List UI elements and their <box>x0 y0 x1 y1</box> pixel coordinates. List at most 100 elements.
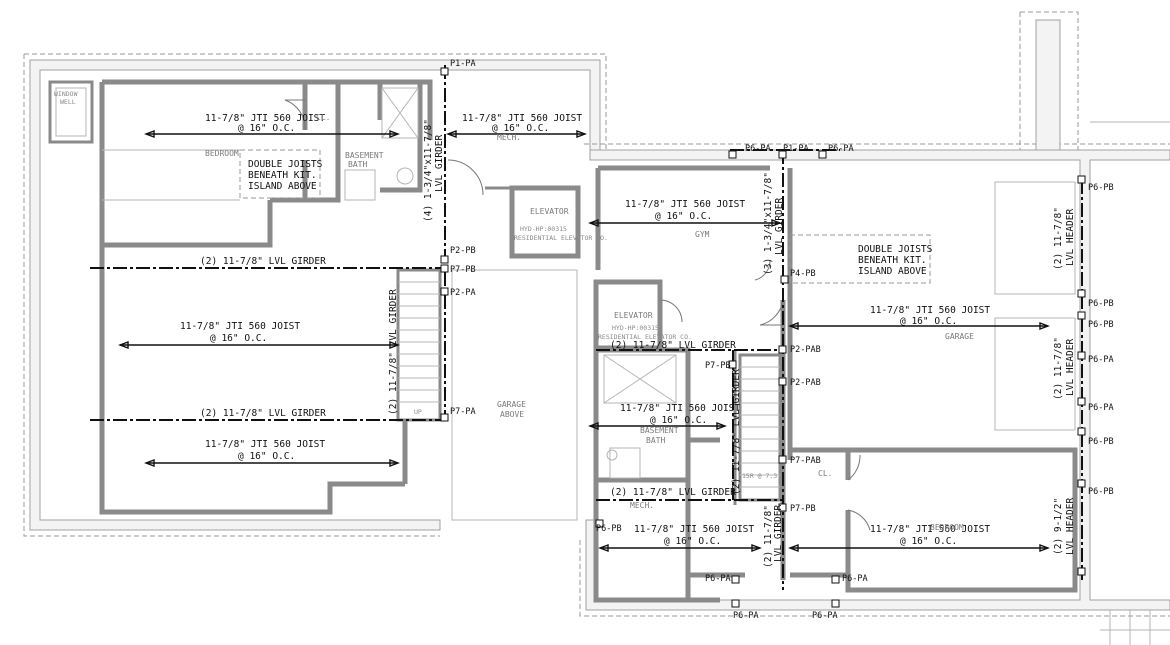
post-marker <box>728 150 737 159</box>
room-sublabel: HYD-HP:00315 <box>612 324 659 332</box>
room-label: MECH. <box>630 501 654 510</box>
post-marker <box>778 150 787 159</box>
girder-label-vertical: LVL GIRDER <box>434 135 445 192</box>
post-label: P7-PA <box>450 407 476 417</box>
post-label: P2-PA <box>450 288 476 298</box>
room-label: BEDROOM <box>930 523 964 532</box>
post-label: P1-PA <box>783 144 809 154</box>
room-label: BATH <box>646 436 665 445</box>
room-label: ABOVE <box>500 410 524 419</box>
post-label: P4-PB <box>790 269 816 279</box>
girder-label-vertical: (2) 11-7/8" <box>763 505 774 568</box>
post-marker <box>440 413 449 422</box>
room-label: ELEVATOR <box>614 311 653 320</box>
window-well: WINDOW WELL <box>48 80 94 144</box>
joist-label: @ 16" O.C. <box>238 451 295 462</box>
post-label: P7-PB <box>705 361 731 371</box>
girder-label-vertical: LVL GIRDER <box>774 198 785 255</box>
girder-labels: (2) 11-7/8" LVL GIRDER (2) 11-7/8" LVL G… <box>200 119 785 568</box>
room-label: GARAGE <box>945 332 974 341</box>
post-label: P6-PB <box>1088 320 1114 330</box>
header-label-vertical: (2) 11-7/8" <box>1053 207 1064 270</box>
post-marker <box>1077 427 1086 436</box>
post-marker <box>440 264 449 273</box>
note-line: BENEATH KIT. <box>248 170 317 181</box>
post-marker <box>1077 397 1086 406</box>
room-label: GARAGE <box>497 400 526 409</box>
post-label: P2-PAB <box>790 378 821 388</box>
post-labels: P1-PA P6-PA P1-PA P6-PA P2-PB P7-PB P2-P… <box>450 59 1114 621</box>
post-label: P1-PA <box>450 59 476 69</box>
post-label: P6-PB <box>1088 183 1114 193</box>
post-label: P6-PA <box>828 144 854 154</box>
girder-label-vertical: (2) 11-7/8" LVL GIRDER <box>731 369 742 495</box>
joist-label: @ 16" O.C. <box>655 211 712 222</box>
room-label: BEDROOM <box>205 149 239 158</box>
note-line: ISLAND ABOVE <box>248 181 317 192</box>
post-label: P6-PB <box>596 524 622 534</box>
post-marker <box>778 503 787 512</box>
joist-label: 11-7/8" JTI 560 JOIST <box>634 524 754 535</box>
joist-label: @ 16" O.C. <box>900 536 957 547</box>
post-label: P2-PB <box>450 246 476 256</box>
joist-label: 11-7/8" JTI 560 JOIST <box>462 113 582 124</box>
header-label-vertical: LVL HEADER <box>1065 498 1076 555</box>
joist-label: @ 16" O.C. <box>238 123 295 134</box>
post-label: P6-PA <box>745 144 771 154</box>
stair-2: 15R @ 7.3 <box>738 353 782 502</box>
above-outlines <box>102 87 1076 521</box>
post-marker <box>778 377 787 386</box>
joist-label: @ 16" O.C. <box>664 536 721 547</box>
room-label: MECH. <box>497 133 521 142</box>
post-label: P6-PA <box>705 574 731 584</box>
post-label: P6-PB <box>1088 487 1114 497</box>
note-line: DOUBLE JOISTS <box>858 244 933 255</box>
girder-label: (2) 11-7/8" LVL GIRDER <box>200 408 326 419</box>
doors <box>284 99 871 531</box>
stair-1: UP <box>396 268 442 422</box>
girder-label: (2) 11-7/8" LVL GIRDER <box>610 340 736 351</box>
joist-label: 11-7/8" JTI 560 JOIST <box>180 321 300 332</box>
room-label: CL. <box>818 469 832 478</box>
room-label: CL. <box>316 113 330 122</box>
header-label-vertical: (2) 9-1/2" <box>1053 498 1064 555</box>
joist-label: @ 16" O.C. <box>492 123 549 134</box>
girders <box>90 65 1083 590</box>
post-label: P6-PA <box>1088 355 1114 365</box>
post-label: P7-PAB <box>790 456 821 466</box>
girder-label-vertical: (3) 1-3/4"x11-7/8" <box>763 172 774 275</box>
post-label: P6-PA <box>733 611 759 621</box>
girder-label: (2) 11-7/8" LVL GIRDER <box>610 487 736 498</box>
joist-label: 11-7/8" JTI 560 JOIST <box>870 305 990 316</box>
posts <box>440 67 1086 608</box>
girder-label-vertical: LVL GIRDER <box>773 505 784 562</box>
post-marker <box>440 255 449 264</box>
post-marker <box>440 67 449 76</box>
post-marker <box>440 287 449 296</box>
note-line: DOUBLE JOISTS <box>248 159 323 170</box>
girder-label-vertical: (4) 1-3/4"x11-7/8" <box>423 119 434 222</box>
joist-label: @ 16" O.C. <box>210 333 267 344</box>
room-label: GYM <box>695 230 710 239</box>
joist-label: 11-7/8" JTI 560 JOIST <box>870 524 990 535</box>
post-marker <box>1077 567 1086 576</box>
notes: DOUBLE JOISTS BENEATH KIT. ISLAND ABOVE … <box>248 159 933 277</box>
post-marker <box>1077 289 1086 298</box>
girder-label-vertical: (2) 11-7/8" LVL GIRDER <box>388 289 399 415</box>
joist-label: 11-7/8" JTI 560 JOIST <box>205 439 325 450</box>
post-marker <box>1077 175 1086 184</box>
joist-label: 11-7/8" JTI 560 JOIST <box>625 199 745 210</box>
post-marker <box>818 150 827 159</box>
post-label: P6-PA <box>812 611 838 621</box>
post-marker <box>780 275 789 284</box>
stair-up-label: UP <box>414 408 422 416</box>
window-well-label-2: WELL <box>60 98 76 106</box>
header-label-vertical: (2) 11-7/8" <box>1053 337 1064 400</box>
room-sublabel: HYD-HP:00315 <box>520 225 567 233</box>
header-label-vertical: LVL HEADER <box>1065 339 1076 396</box>
foundation-walls <box>23 11 1170 645</box>
post-label: P6-PB <box>1088 299 1114 309</box>
post-marker <box>778 455 787 464</box>
joist-label: 11-7/8" JTI 560 JOIST <box>205 113 325 124</box>
